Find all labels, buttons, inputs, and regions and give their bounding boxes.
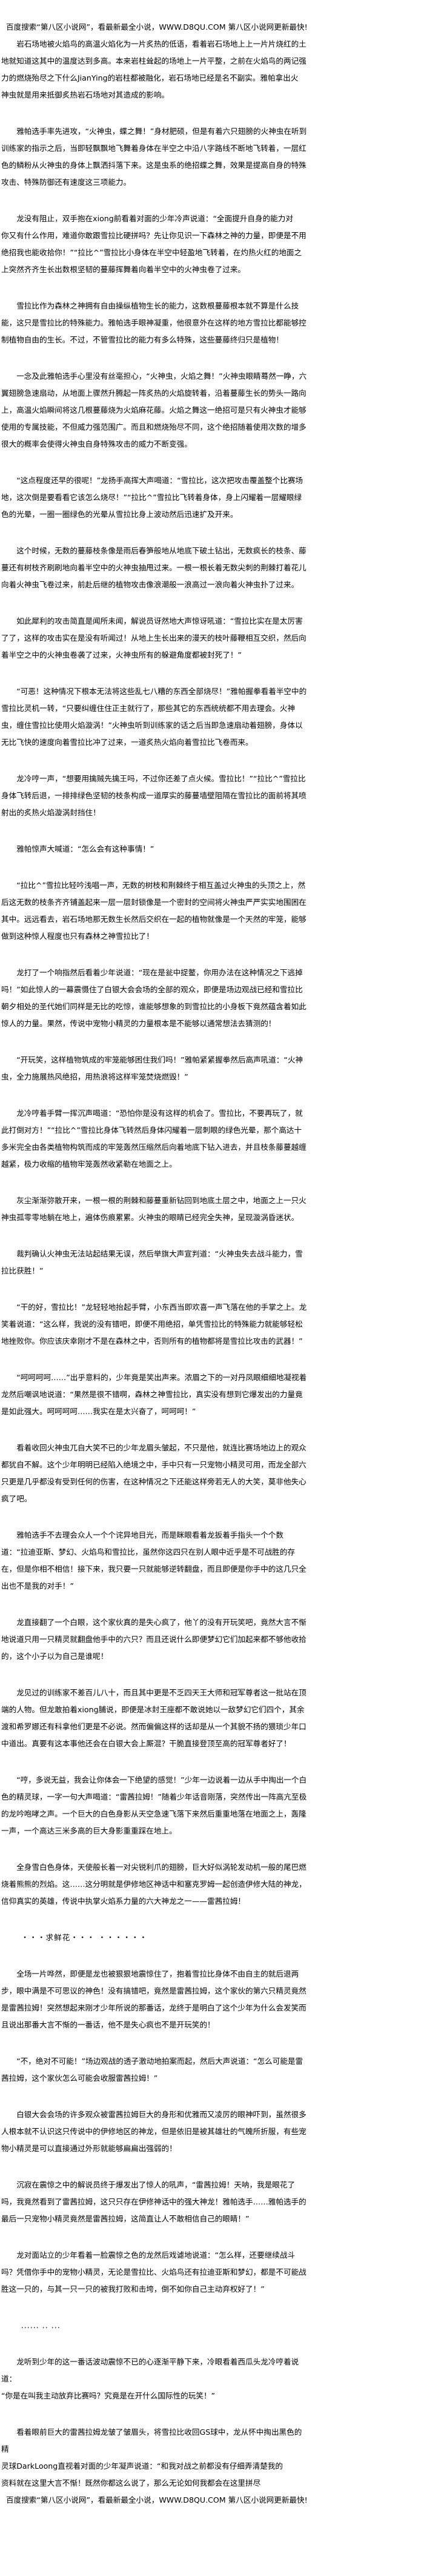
paragraph: 龙打了一个响指然后看着少年说道：“现在是瓮中捉鳖，你用办法在这种情况之下逃掉吗！… [1,968,306,1028]
site-banner-top: 百度搜索“第八区小说网”，看最新最全小说，WWW.D8QU.COM 第八区小说网… [6,22,308,32]
chapter-body: 岩石场地被火焰鸟的高温火焰化为一片炙热的低语，看着岩石场地上上一片片烧红的土地就… [1,36,309,2492]
paragraph: 龙冷哼着手臂一挥沉声喝道：“恐怕你是没有这样的机会了。雪拉比，不要再玩了，就此打… [1,1109,306,1169]
paragraph: 如此犀利的攻击简直是闻所未闻，解说员讶然地大声惊讶吼道：“雪拉比实在是太厉害了了… [1,616,306,659]
paragraph: 龙没有阻止，双手抱在xiong前看着对面的少年冷声说道：“全面提升自身的能力对 … [1,214,306,274]
paragraph: “干的好，雪拉比！”龙轻轻地抬起手臂，小东西当即欢喜一声飞落在他的手掌之上。龙笑… [1,1303,307,1346]
paragraph: 雪拉比作为森林之神拥有自由操纵植物生长的能力，这数根蔓藤根本就不算是什么技能，这… [1,301,306,344]
paragraph: 雅帕选手率先进攻，“火神虫，蝶之舞！”身材肥硕，但是有着六只翅膀的火神虫在听到训… [1,127,307,187]
paragraph: 龙对面站立的少年看着一脸震惊之色的龙然后戏谑地说道：“怎么样，还要继续战斗吗？凭… [1,2251,306,2294]
paragraph: 灰尘渐渐弥散开来，一根一根的荆棘和藤蔓重新钻回到地底土层之中，地面之上一只火神虫… [1,1196,306,1222]
site-banner-bottom: 百度搜索“第八区小说网”，看最新最全小说，WWW.D8QU.COM 第八区小说网… [6,2495,308,2504]
chapter-page: 百度搜索“第八区小说网”，看最新最全小说，WWW.D8QU.COM 第八区小说网… [1,22,309,2504]
paragraph: 看着眼前巨大的雷茜拉姆龙皱了皱眉头，将雪拉比收回GS球中，龙从怀中掏出黑色的精 … [1,2428,302,2488]
paragraph: 龙直接翻了一个白眼，这个家伙真的是失心疯了，他丫的没有开玩笑吧，竟然大言不惭地说… [1,1618,306,1661]
paragraph: “呵呵呵呵……”出乎意料的，少年竟是笑出声来。浓眉之下的一对丹凤眼细细地凝视着龙… [1,1373,307,1416]
paragraph: “哼，多说无益，我会让你体会一下绝望的感觉！”少年一边说着一边从手中掏出一个白色… [1,1775,307,1835]
paragraph: 沉寂在震惊之中的解说员终于爆发出了惊人的吼声，“雷茜拉姆！天呐，我是眼花了吗，我… [1,2180,306,2223]
paragraph: “可恶！这种情况下根本无法将这些乱七八糟的东西全部烧尽！”雅帕握拳看着半空中的雪… [1,687,307,747]
paragraph: 全场一片哗然，即便是龙也被狠狠地震惊住了，抱着雪拉比身体不由自主的就后退两步，眼… [1,1969,306,2029]
paragraph: 一念及此雅帕选手心里没有丝毫担心，“火神虫，火焰之舞！”火神虫眼睛蓦然一睁，六翼… [1,372,307,449]
paragraph: 看着收回火神虫兀自大笑不已的少年龙眉头皱起，不只是他，就连比赛场地边上的观众都犹… [1,1443,306,1503]
paragraph: 雅帕选手不去理会众人一个个诧异地目光，而是眯眼看着龙扳着手指头一个个数道：“拉迪… [1,1530,306,1590]
paragraph: “这点程度还早的很呢！”龙扬手高挥大声喝道：“雪拉比，这次把攻击覆盖整个比赛场地… [1,476,303,519]
paragraph: 岩石场地被火焰鸟的高温火焰化为一片炙热的低语，看着岩石场地上上一片片烧红的土地就… [1,39,306,99]
paragraph: “不，绝对不可能！”场边观战的透子激动地拍案而起，然后大声说道：“怎么可能是雷茜… [1,2057,303,2083]
paragraph: “拉比^”雪拉比轻吟浅唱一声，无数的树枝和荆棘终于相互盖过火神虫的头顶之上，然后… [1,881,306,941]
paragraph: 雅帕惊声大喊道：“怎么会有这种事情！” [16,844,154,853]
separator-line: ...... .. ... [21,2321,61,2330]
paragraph: 龙冷哼一声，“想要用擒贼先擒王吗，不过你还差了点火候。雪拉比！”“拉比^”雪拉比… [1,774,306,817]
paragraph: 裁判确认火神虫无法站起结果无误，然后举旗大声宣判道：“火神虫失去战斗能力，雪拉比… [1,1249,303,1275]
paragraph: 龙见过的训练家不差百儿八十，而且其中更是不乏四天王大师和冠军尊者这一批站在顶端的… [1,1688,306,1748]
separator-line: ・・・求鲜花・・・ ・・・・・・ [21,1933,148,1942]
paragraph: 白银大会会场的许多观众被雷茜拉姆巨大的身形和优雅而又凌厉的眼神吓到，虽然很多人根… [1,2110,306,2153]
paragraph: 这个时候，无数的蔓藤枝条像是雨后春笋般地从地底下破土钻出，无数疯长的枝条、藤蔓还… [1,546,306,589]
paragraph: 全身雪白色身体，天使般长着一对尖锐利爪的翅膀，巨大好似涡轮发动机一般的尾巴燃烧着… [1,1863,306,1906]
paragraph: “开玩笑，这样植物筑成的牢笼能够困住我们吗！”雅帕紧紧握拳然后高声吼道：“火神虫… [1,1055,303,1081]
paragraph: 龙听到少年的这一番话波动震惊不已的心逐渐平静下来，冷眼看着西瓜头龙冷哼着说道： … [1,2357,299,2400]
